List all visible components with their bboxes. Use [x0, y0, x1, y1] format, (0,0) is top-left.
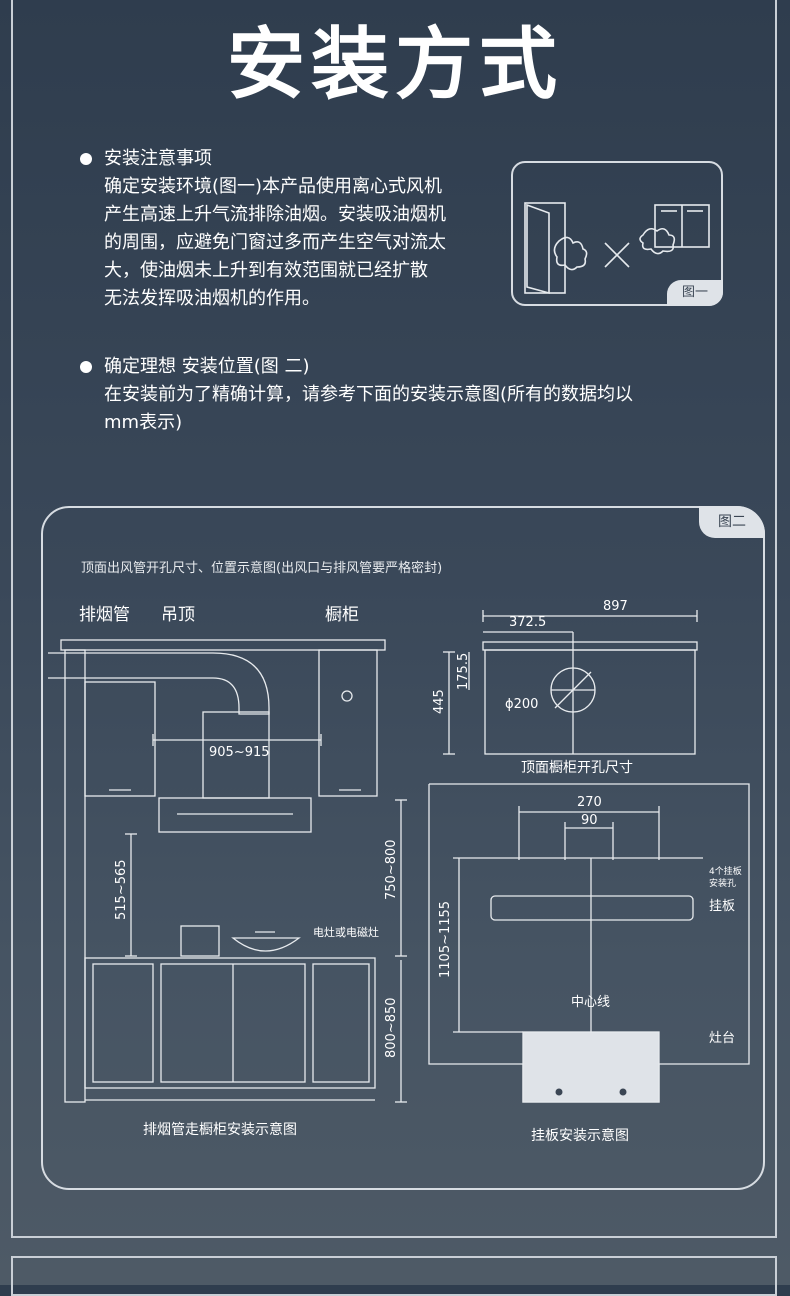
base-cabinet	[84, 957, 376, 1089]
label-stove: 电灶或电磁灶	[313, 926, 379, 939]
exhaust-duct	[48, 652, 270, 715]
dim-270: 270	[577, 795, 602, 810]
caption-bottom-right: 挂板安装示意图	[531, 1127, 629, 1144]
label-counter: 灶台	[709, 1031, 735, 1046]
mounting-plate	[490, 895, 694, 921]
brick-wall	[64, 649, 86, 1103]
stove-block	[522, 1031, 660, 1103]
door-leaf-icon	[526, 203, 550, 295]
cabinet-top	[482, 641, 698, 651]
ceiling-slab	[60, 639, 386, 651]
figure-1-illustration	[524, 202, 710, 295]
figure-2-tag: 图二	[699, 506, 765, 538]
duct-hole-marker	[341, 690, 353, 702]
cutout-diagram	[443, 610, 698, 755]
bullet-icon	[80, 361, 92, 373]
dim-175: 175.5	[456, 653, 471, 690]
label-duct: 排烟管	[79, 605, 130, 625]
bullet-icon	[80, 153, 92, 165]
section1-line: 的周围，应避免门窗过多而产生空气对流太	[104, 232, 446, 253]
wall-cabinet-right	[318, 649, 378, 797]
section2-heading: 确定理想 安装位置(图 二)	[104, 356, 310, 377]
label-center: 中心线	[571, 995, 610, 1010]
dim-total-height: 750~800	[384, 839, 399, 900]
label-ceiling: 吊顶	[161, 605, 195, 625]
section-position: 确定理想 安装位置(图 二) 在安装前为了精确计算，请参考下面的安装示意图(所有…	[80, 353, 724, 437]
figure-2-diagram: 顶面出风管开孔尺寸、位置示意图(出风口与排风管要严格密封)	[48, 560, 750, 1144]
page-title: 安装方式	[226, 20, 563, 110]
caption-left: 排烟管走橱柜安装示意图	[143, 1121, 297, 1138]
stove-knob	[619, 1088, 627, 1096]
section2-heading-row: 确定理想 安装位置(图 二)	[80, 353, 724, 381]
section1-heading: 安装注意事项	[104, 148, 212, 169]
figure-1-tag: 图一	[667, 280, 723, 306]
figure-2: 图二 顶面出风管开孔尺寸、位置示意图(出风口与排风管要严格密封)	[41, 506, 765, 1190]
section1-line: 无法发挥吸油烟机的作用。	[104, 288, 320, 309]
dim-90: 90	[581, 813, 598, 828]
plate-diagram	[428, 783, 750, 1103]
dim-width: 905~915	[209, 745, 270, 760]
dim-hole: ϕ200	[505, 697, 538, 712]
dim-897: 897	[603, 599, 628, 614]
outer-frame	[11, 0, 777, 1238]
section1-heading-row: 安装注意事项	[80, 145, 504, 173]
dim-plate-height: 1105~1155	[438, 901, 453, 978]
caption-top-right: 顶面橱柜开孔尺寸	[521, 760, 633, 776]
section2-line: mm表示)	[104, 412, 183, 433]
smoke-icon-right	[639, 227, 676, 255]
kitchen-diagram	[48, 639, 407, 1103]
dim-445: 445	[432, 689, 447, 714]
section1-line: 确定安装环境(图一)本产品使用离心式风机	[104, 176, 443, 197]
wall-cabinet-left	[84, 681, 156, 797]
hood-body	[158, 797, 312, 833]
door-frame-icon	[524, 202, 566, 294]
fig2-caption-top: 顶面出风管开孔尺寸、位置示意图(出风口与排风管要严格密封)	[81, 560, 442, 576]
section1-line: 产生高速上升气流排除油烟。安装吸油烟机	[104, 204, 446, 225]
label-holes-2: 安装孔	[709, 877, 736, 889]
dim-372: 372.5	[509, 615, 546, 630]
section-precautions: 安装注意事项 确定安装环境(图一)本产品使用离心式风机 产生高速上升气流排除油烟…	[80, 145, 504, 313]
stove-knob	[555, 1088, 563, 1096]
wok-icon	[231, 937, 301, 952]
dim-counter-height: 800~850	[384, 997, 399, 1058]
smoke-icon-left	[553, 236, 588, 271]
section2-line: 在安装前为了精确计算，请参考下面的安装示意图(所有的数据均以	[104, 384, 634, 405]
label-plate: 挂板	[709, 899, 735, 914]
dim-hood-height: 515~565	[114, 859, 129, 920]
next-panel-frame	[11, 1256, 777, 1296]
label-holes-1: 4个挂板	[709, 865, 742, 877]
pot-icon	[180, 925, 220, 957]
cabinet-panel	[484, 649, 696, 755]
label-cabinet: 橱柜	[325, 605, 359, 625]
section1-line: 大，使油烟未上升到有效范围就已经扩散	[104, 260, 428, 281]
figure-1: 图一	[511, 161, 723, 306]
